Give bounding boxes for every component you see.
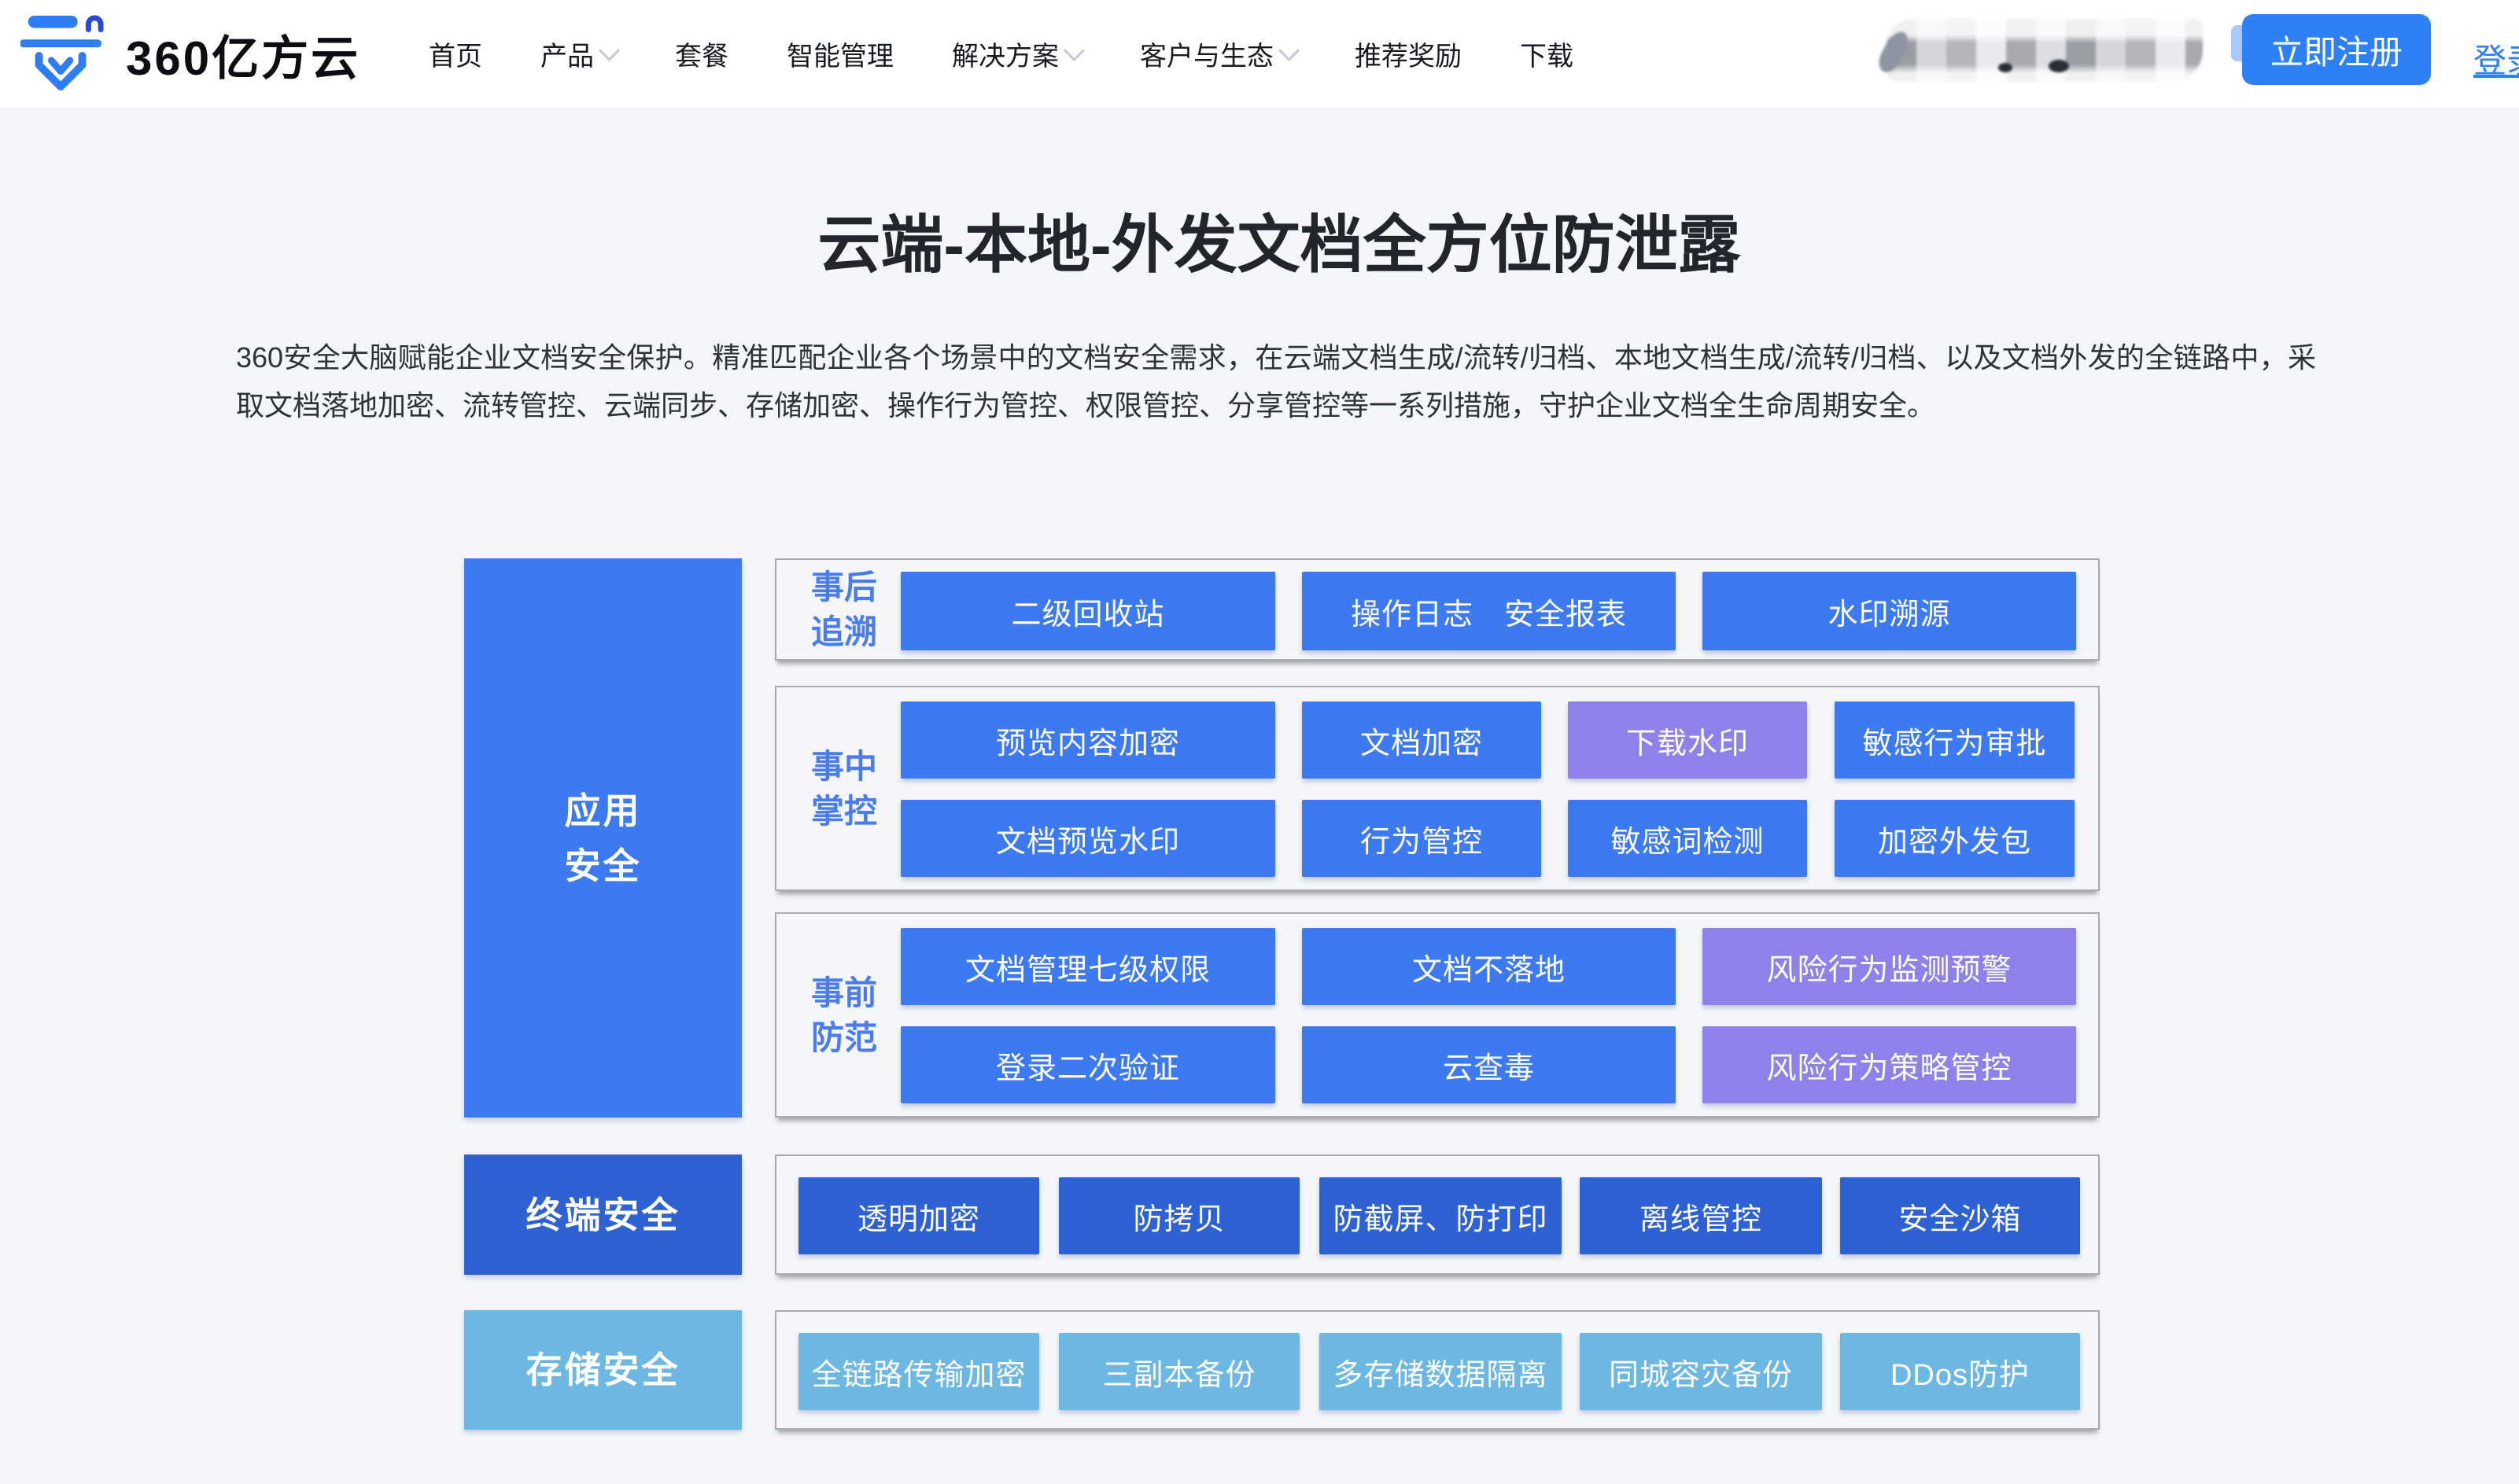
nav-item-smart-management[interactable]: 智能管理 — [787, 35, 894, 73]
nav-item-download[interactable]: 下载 — [1520, 35, 1573, 73]
nav-item-label: 解决方案 — [952, 42, 1059, 72]
login-link[interactable]: 登录 — [2473, 42, 2519, 79]
nav-item-products[interactable]: 产品 — [540, 35, 620, 73]
side-label-line: 应用 — [564, 790, 642, 831]
page-title: 云端-本地-外发文档全方位防泄露 — [817, 210, 1741, 280]
feature-box: 加密外发包 — [1835, 800, 2075, 877]
feature-box: 防截屏、防打印 — [1319, 1177, 1562, 1254]
side-label-storage-security: 存储安全 — [464, 1310, 742, 1430]
masked-pixel — [2049, 60, 2069, 72]
main-nav: 首页 产品 套餐 智能管理 解决方案 客户与生态 推荐奖励 — [429, 0, 1573, 108]
chevron-down-icon — [1064, 40, 1085, 61]
feature-box: 二级回收站 — [901, 572, 1275, 650]
feature-box: DDos防护 — [1840, 1333, 2080, 1410]
feature-box: 行为管控 — [1302, 800, 1541, 877]
feature-box: 文档管理七级权限 — [901, 928, 1275, 1005]
feature-box: 三副本备份 — [1059, 1333, 1300, 1410]
nav-item-label: 产品 — [540, 42, 594, 72]
group-label: 事中 掌控 — [798, 687, 890, 889]
group-label-line: 事前 — [810, 974, 877, 1011]
group-post-event-tracing: 事后 追溯 二级回收站 操作日志 安全报表 水印溯源 — [775, 558, 2100, 661]
feature-box: 安全沙箱 — [1840, 1177, 2080, 1254]
group-label-line: 掌控 — [810, 792, 877, 830]
nav-item-solutions[interactable]: 解决方案 — [952, 35, 1085, 73]
group-label-line: 事中 — [810, 747, 877, 785]
feature-box: 风险行为策略管控 — [1702, 1026, 2076, 1103]
nav-item-label: 下载 — [1520, 42, 1573, 72]
feature-box: 水印溯源 — [1702, 572, 2076, 650]
feature-box: 下载水印 — [1568, 701, 1807, 779]
feature-box: 操作日志 安全报表 — [1302, 572, 1676, 650]
group-label: 事前 防范 — [798, 914, 890, 1116]
nav-item-home[interactable]: 首页 — [429, 35, 482, 73]
side-label-line: 存储安全 — [526, 1350, 680, 1390]
group-storage-security: 全链路传输加密 三副本备份 多存储数据隔离 同城容灾备份 DDos防护 — [775, 1310, 2100, 1430]
nav-item-label: 套餐 — [675, 42, 728, 72]
masked-pixel — [1998, 63, 2012, 72]
feature-box: 文档不落地 — [1302, 928, 1676, 1005]
feature-box: 文档加密 — [1302, 701, 1541, 779]
group-endpoint-security: 透明加密 防拷贝 防截屏、防打印 离线管控 安全沙箱 — [775, 1154, 2100, 1275]
group-in-process-control: 事中 掌控 预览内容加密 文档加密 下载水印 敏感行为审批 文档预览水印 行为管… — [775, 686, 2100, 891]
feature-box: 防拷贝 — [1059, 1177, 1300, 1254]
side-label-line: 安全 — [564, 845, 642, 886]
nav-item-plans[interactable]: 套餐 — [675, 35, 728, 73]
feature-box: 风险行为监测预警 — [1702, 928, 2076, 1005]
nav-item-referral-rewards[interactable]: 推荐奖励 — [1355, 35, 1462, 73]
side-label-application-security: 应用 安全 — [464, 558, 742, 1118]
side-label-line: 终端安全 — [526, 1194, 680, 1235]
group-advance-prevention: 事前 防范 文档管理七级权限 文档不落地 风险行为监测预警 登录二次验证 云查毒… — [775, 912, 2100, 1118]
feature-box: 敏感行为审批 — [1835, 701, 2075, 779]
feature-box: 离线管控 — [1580, 1177, 1822, 1254]
feature-box: 敏感词检测 — [1568, 800, 1807, 877]
top-navigation-bar: 360亿方云 首页 产品 套餐 智能管理 解决方案 客户与生态 — [0, 0, 2519, 109]
nav-item-label: 推荐奖励 — [1355, 42, 1462, 72]
chevron-down-icon — [1278, 40, 1300, 61]
group-label-line: 事后 — [810, 569, 877, 606]
page-description: 360安全大脑赋能企业文档安全保护。精准匹配企业各个场景中的文档安全需求，在云端… — [236, 341, 2316, 422]
phone-receiver-icon — [1874, 28, 1913, 76]
group-label: 事后 追溯 — [798, 560, 890, 659]
side-label-endpoint-security: 终端安全 — [464, 1154, 742, 1275]
group-label-line: 追溯 — [810, 613, 877, 650]
chevron-down-icon — [599, 40, 620, 61]
feature-box: 云查毒 — [1302, 1026, 1676, 1103]
nav-item-label: 首页 — [429, 42, 482, 72]
nav-item-label: 智能管理 — [787, 42, 894, 72]
logo[interactable]: 360亿方云 — [20, 11, 360, 98]
feature-box: 登录二次验证 — [901, 1026, 1275, 1103]
group-label-line: 防范 — [810, 1018, 877, 1056]
feature-box: 全链路传输加密 — [798, 1333, 1039, 1410]
nav-item-label: 客户与生态 — [1140, 42, 1274, 72]
masked-phone-number — [1874, 19, 2203, 82]
feature-box: 文档预览水印 — [901, 800, 1275, 877]
feature-box: 预览内容加密 — [901, 701, 1275, 779]
feature-box: 多存储数据隔离 — [1319, 1333, 1562, 1410]
nav-item-customers-ecosystem[interactable]: 客户与生态 — [1140, 35, 1300, 73]
logo-shield-pen-icon — [20, 12, 105, 98]
feature-box: 同城容灾备份 — [1580, 1333, 1822, 1410]
logo-text: 360亿方云 — [126, 31, 361, 85]
feature-box: 透明加密 — [798, 1177, 1039, 1254]
register-button[interactable]: 立即注册 — [2242, 14, 2431, 85]
